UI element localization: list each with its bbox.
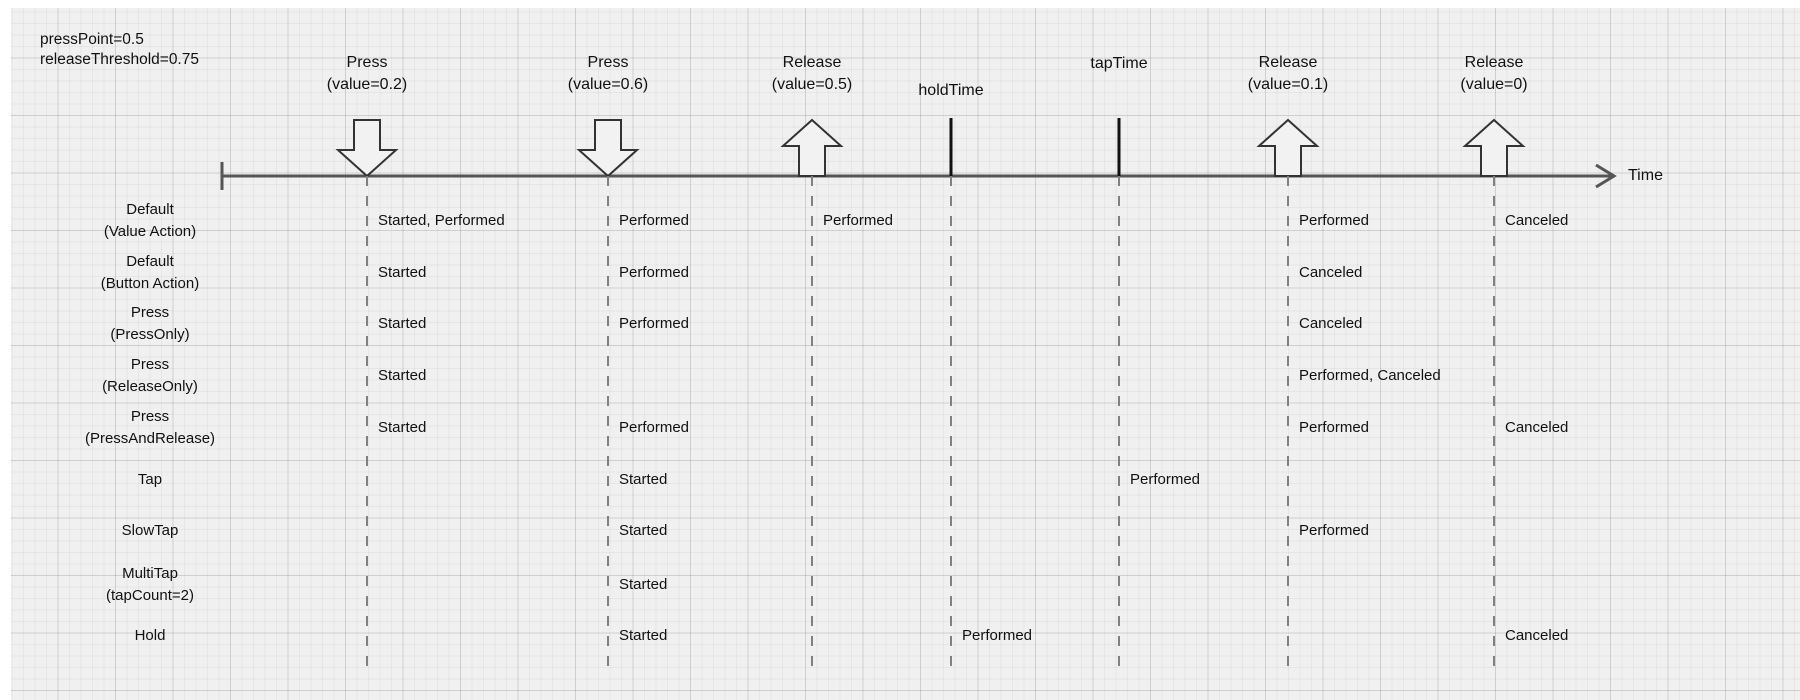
event-label-release-1: Release (value=0.5) bbox=[771, 54, 853, 93]
cell-press-pressandrelease-release-3: Canceled bbox=[1505, 419, 1569, 436]
row-label-tap: Tap bbox=[137, 471, 163, 488]
event-label-holdtime: holdTime bbox=[918, 82, 984, 99]
cell-hold-press-2: Started bbox=[619, 627, 668, 644]
cell-default-value-action-release-2: Performed bbox=[1299, 212, 1370, 229]
row-label-default-button-action: Default (Button Action) bbox=[100, 253, 200, 292]
row-label-press-releaseonly: Press (ReleaseOnly) bbox=[102, 356, 198, 395]
cell-default-button-action-press-2: Performed bbox=[619, 264, 690, 281]
cell-press-releaseonly-release-2: Performed, Canceled bbox=[1299, 367, 1441, 384]
row-label-default-value-action: Default (Value Action) bbox=[103, 201, 197, 240]
cell-default-button-action-press-1: Started bbox=[378, 264, 427, 281]
page-edge-top bbox=[0, 0, 1800, 8]
cell-slowtap-release-2: Performed bbox=[1299, 522, 1370, 539]
page-edge-left bbox=[0, 0, 11, 700]
event-label-press-1: Press (value=0.2) bbox=[326, 54, 408, 93]
cell-press-pressonly-release-2: Canceled bbox=[1299, 315, 1363, 332]
cell-press-pressonly-press-2: Performed bbox=[619, 315, 690, 332]
cell-press-pressandrelease-release-2: Performed bbox=[1299, 419, 1370, 436]
cell-hold-release-3: Canceled bbox=[1505, 627, 1569, 644]
parameter-note: pressPoint=0.5 releaseThreshold=0.75 bbox=[40, 31, 199, 68]
cell-default-value-action-release-1: Performed bbox=[823, 212, 894, 229]
cell-multitap-press-2: Started bbox=[619, 576, 668, 593]
cell-tap-taptime: Performed bbox=[1130, 471, 1201, 488]
row-label-slowtap: SlowTap bbox=[121, 522, 179, 539]
row-label-hold: Hold bbox=[134, 627, 166, 644]
event-label-taptime: tapTime bbox=[1090, 55, 1148, 72]
event-label-release-3: Release (value=0) bbox=[1460, 54, 1528, 93]
cell-default-value-action-release-3: Canceled bbox=[1505, 212, 1569, 229]
cell-press-pressonly-press-1: Started bbox=[378, 315, 427, 332]
cell-press-pressandrelease-press-1: Started bbox=[378, 419, 427, 436]
cell-press-pressandrelease-press-2: Performed bbox=[619, 419, 690, 436]
event-label-press-2: Press (value=0.6) bbox=[567, 54, 649, 93]
time-axis-label: Time bbox=[1628, 167, 1663, 184]
cell-slowtap-press-2: Started bbox=[619, 522, 668, 539]
row-label-multitap: MultiTap (tapCount=2) bbox=[106, 565, 194, 604]
cell-default-value-action-press-2: Performed bbox=[619, 212, 690, 229]
cell-press-releaseonly-press-1: Started bbox=[378, 367, 427, 384]
row-label-press-pressonly: Press (PressOnly) bbox=[110, 304, 190, 343]
cell-tap-press-2: Started bbox=[619, 471, 668, 488]
cell-hold-holdtime: Performed bbox=[962, 627, 1033, 644]
event-label-release-2: Release (value=0.1) bbox=[1247, 54, 1329, 93]
row-label-press-pressandrelease: Press (PressAndRelease) bbox=[84, 408, 216, 447]
cell-default-button-action-release-2: Canceled bbox=[1299, 264, 1363, 281]
cell-default-value-action-press-1: Started, Performed bbox=[378, 212, 505, 229]
